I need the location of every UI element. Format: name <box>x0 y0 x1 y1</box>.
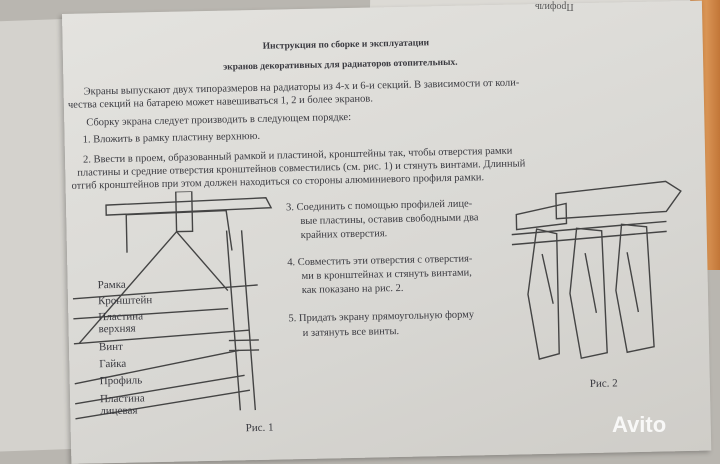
figure-2-caption: Рис. 2 <box>589 377 618 391</box>
label-profile: Профиль <box>99 374 143 388</box>
figure-1-drawing <box>72 190 273 420</box>
label-face-plate: лицевая <box>100 404 138 418</box>
step-5: и затянуть все винты. <box>302 326 400 340</box>
label-frame: Рамка <box>97 278 126 292</box>
order-text: Сборку экрана следует производить в след… <box>86 111 352 129</box>
step-4: как показано на рис. 2. <box>301 282 404 297</box>
figure-1-caption: Рис. 1 <box>245 421 274 435</box>
title-line-2: экранов декоративных для радиаторов отоп… <box>223 57 458 73</box>
step-3: вые пластины, оставив свободными два <box>300 212 479 228</box>
step-1: 1. Вложить в рамку пластину верхнюю. <box>82 130 261 146</box>
step-3: 3. Соединить с помощью профилей лице- <box>285 198 473 214</box>
label-top-plate: Пластина <box>98 310 144 324</box>
label-face-plate: Пластина <box>99 392 145 406</box>
label-bracket: Кронштейн <box>97 294 153 308</box>
title-line-1: Инструкция по сборке и эксплуатации <box>262 38 430 52</box>
figure-2-drawing <box>511 180 682 360</box>
step-4: 4. Совместить эти отверстия с отверстия- <box>287 253 473 269</box>
label-screw: Винт <box>98 340 124 354</box>
step-4: ми в кронштейнах и стянуть винтами, <box>301 267 472 283</box>
label-top-plate: верхняя <box>98 322 136 336</box>
step-3: крайних отверстия. <box>300 228 388 242</box>
step-5: 5. Придать экрану прямоугольную форму <box>288 309 475 325</box>
avito-watermark: Avito <box>612 412 667 437</box>
background-sheet-label: Профиль <box>535 1 574 12</box>
instruction-sheet: Инструкция по сборке и эксплуатации экра… <box>62 0 712 464</box>
label-nut: Гайка <box>99 357 127 371</box>
